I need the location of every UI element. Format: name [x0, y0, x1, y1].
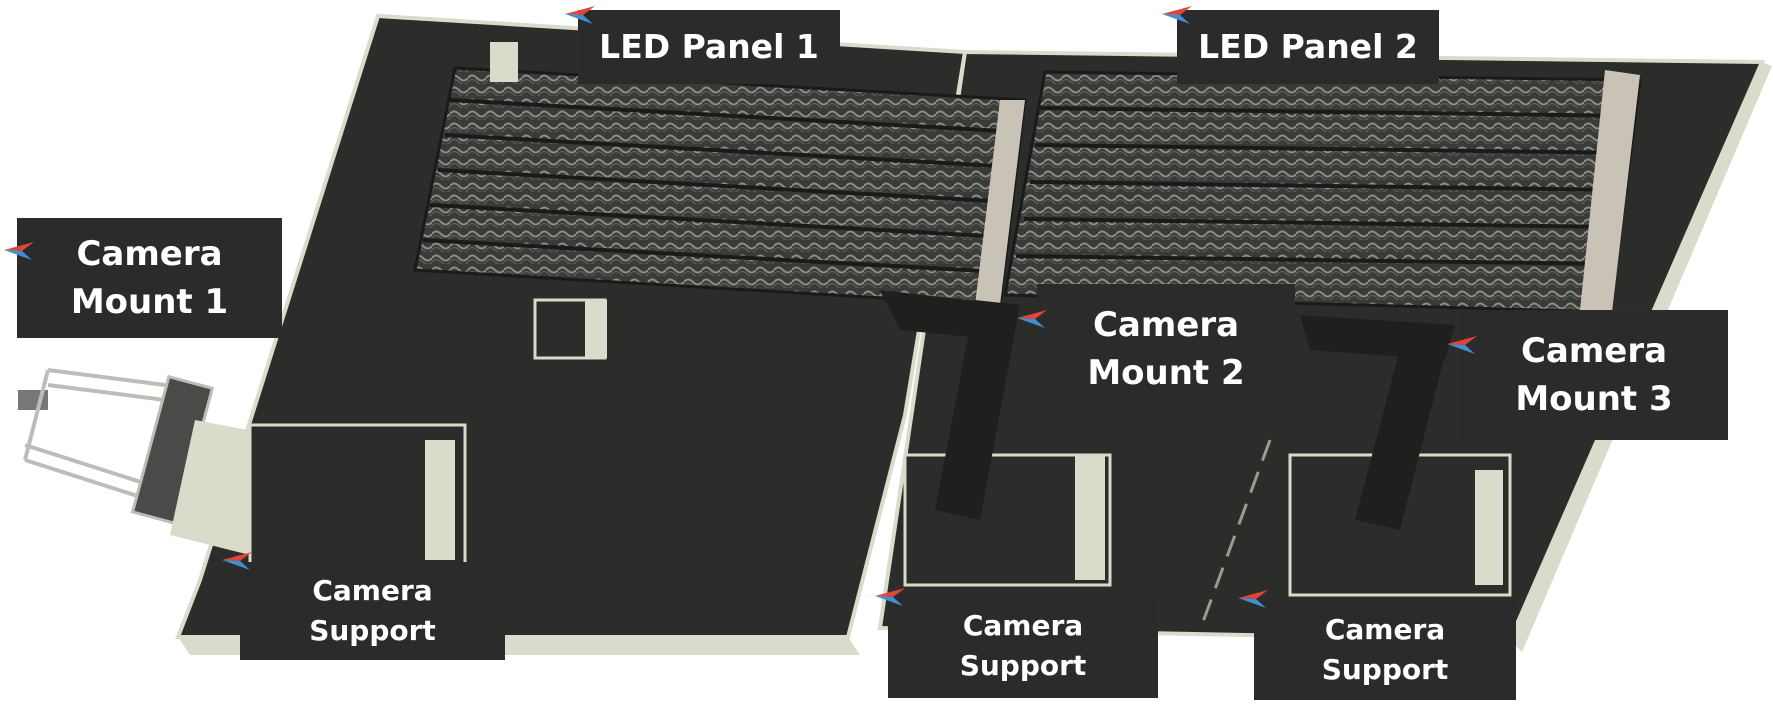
camera-mount-2-rig [880, 290, 1020, 520]
marker-flag-icon [222, 552, 252, 570]
camera-support-3-label: Camera Support [1254, 600, 1516, 700]
marker-flag-icon [1238, 590, 1268, 608]
led-panel-1-label: LED Panel 1 [578, 10, 840, 84]
marker-flag-icon [1162, 6, 1192, 24]
camera-mount-2-label: Camera Mount 2 [1037, 284, 1295, 414]
camera-mount-3-rig [1300, 315, 1455, 530]
led-panel-2-label: LED Panel 2 [1177, 10, 1439, 84]
marker-flag-icon [1017, 310, 1047, 328]
marker-flag-icon [565, 6, 595, 24]
marker-flag-icon [4, 242, 34, 260]
camera-support-1-label: Camera Support [240, 562, 505, 660]
marker-flag-icon [875, 588, 905, 606]
marker-flag-icon [1447, 336, 1477, 354]
led-panel-2 [1003, 70, 1642, 314]
camera-support-2-label: Camera Support [888, 594, 1158, 698]
camera-mount-3-label: Camera Mount 3 [1460, 310, 1728, 440]
camera-mount-1-label: Camera Mount 1 [17, 218, 282, 338]
led-panel-1 [413, 42, 1027, 360]
